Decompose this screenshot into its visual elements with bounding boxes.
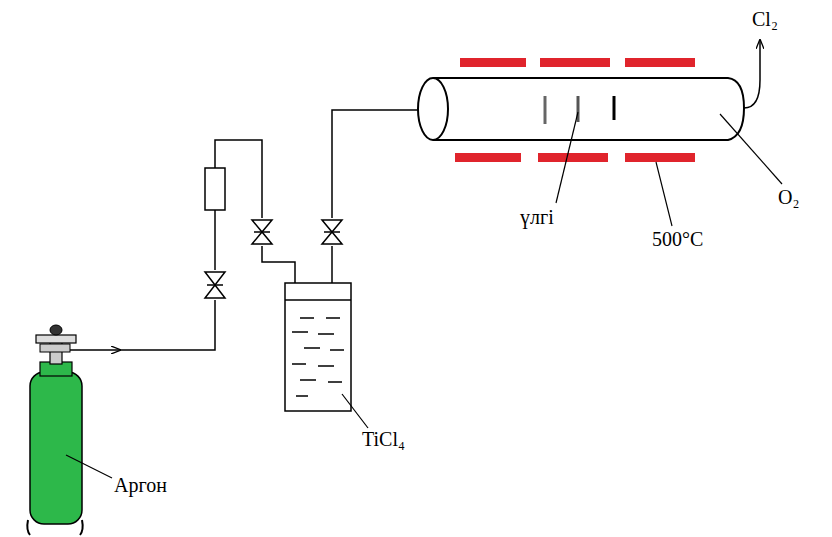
gas-line-part bbox=[120, 300, 215, 350]
reactor-tube-part bbox=[744, 40, 760, 108]
argon-cylinder-part bbox=[40, 344, 70, 352]
leader-line-part bbox=[342, 394, 368, 428]
heater-element-part bbox=[538, 153, 608, 162]
reactor-tube-part bbox=[433, 78, 744, 140]
flow-meter bbox=[205, 168, 225, 210]
ticl4-vessel bbox=[285, 283, 351, 411]
sample-plate-part bbox=[613, 96, 616, 120]
ticl4-vessel-part bbox=[292, 318, 344, 396]
oxygen-label: O₂ bbox=[778, 186, 799, 208]
argon-cylinder-part bbox=[50, 325, 62, 335]
heater-element bbox=[455, 58, 695, 162]
gas-line-part bbox=[70, 349, 120, 351]
argon-cylinder-part bbox=[30, 372, 82, 524]
heater-element-part bbox=[625, 153, 695, 162]
gas-line bbox=[70, 110, 420, 350]
outlet-gas-label: Cl₂ bbox=[752, 8, 778, 30]
gas-line-part bbox=[214, 210, 216, 270]
argon-cylinder-part bbox=[36, 335, 76, 343]
heater-element-part bbox=[625, 58, 695, 67]
valve-symbol-part bbox=[207, 232, 340, 285]
gas-cylinder-label: Аргон bbox=[114, 474, 167, 496]
leader-line-part bbox=[656, 162, 672, 226]
heater-element-part bbox=[460, 58, 526, 67]
sample-label: үлгі bbox=[520, 206, 554, 228]
argon-cylinder bbox=[27, 325, 82, 535]
reagent-label: TiCl₄ bbox=[362, 428, 405, 450]
leader-line-part bbox=[720, 114, 782, 184]
reactor-tube-part bbox=[418, 78, 448, 140]
leader-line bbox=[66, 112, 782, 478]
gas-line-part bbox=[332, 110, 420, 218]
temperature-label: 500°C bbox=[652, 228, 703, 250]
ticl4-vessel-part bbox=[285, 283, 351, 411]
ticl4-vessel-part bbox=[285, 299, 351, 301]
reactor-tube bbox=[418, 40, 760, 140]
heater-element-part bbox=[540, 58, 610, 67]
sample-plate bbox=[545, 96, 614, 124]
leader-line-part bbox=[556, 112, 578, 203]
sample-plate-part bbox=[544, 96, 547, 124]
leader-line-part bbox=[66, 455, 112, 478]
heater-element-part bbox=[455, 153, 521, 162]
